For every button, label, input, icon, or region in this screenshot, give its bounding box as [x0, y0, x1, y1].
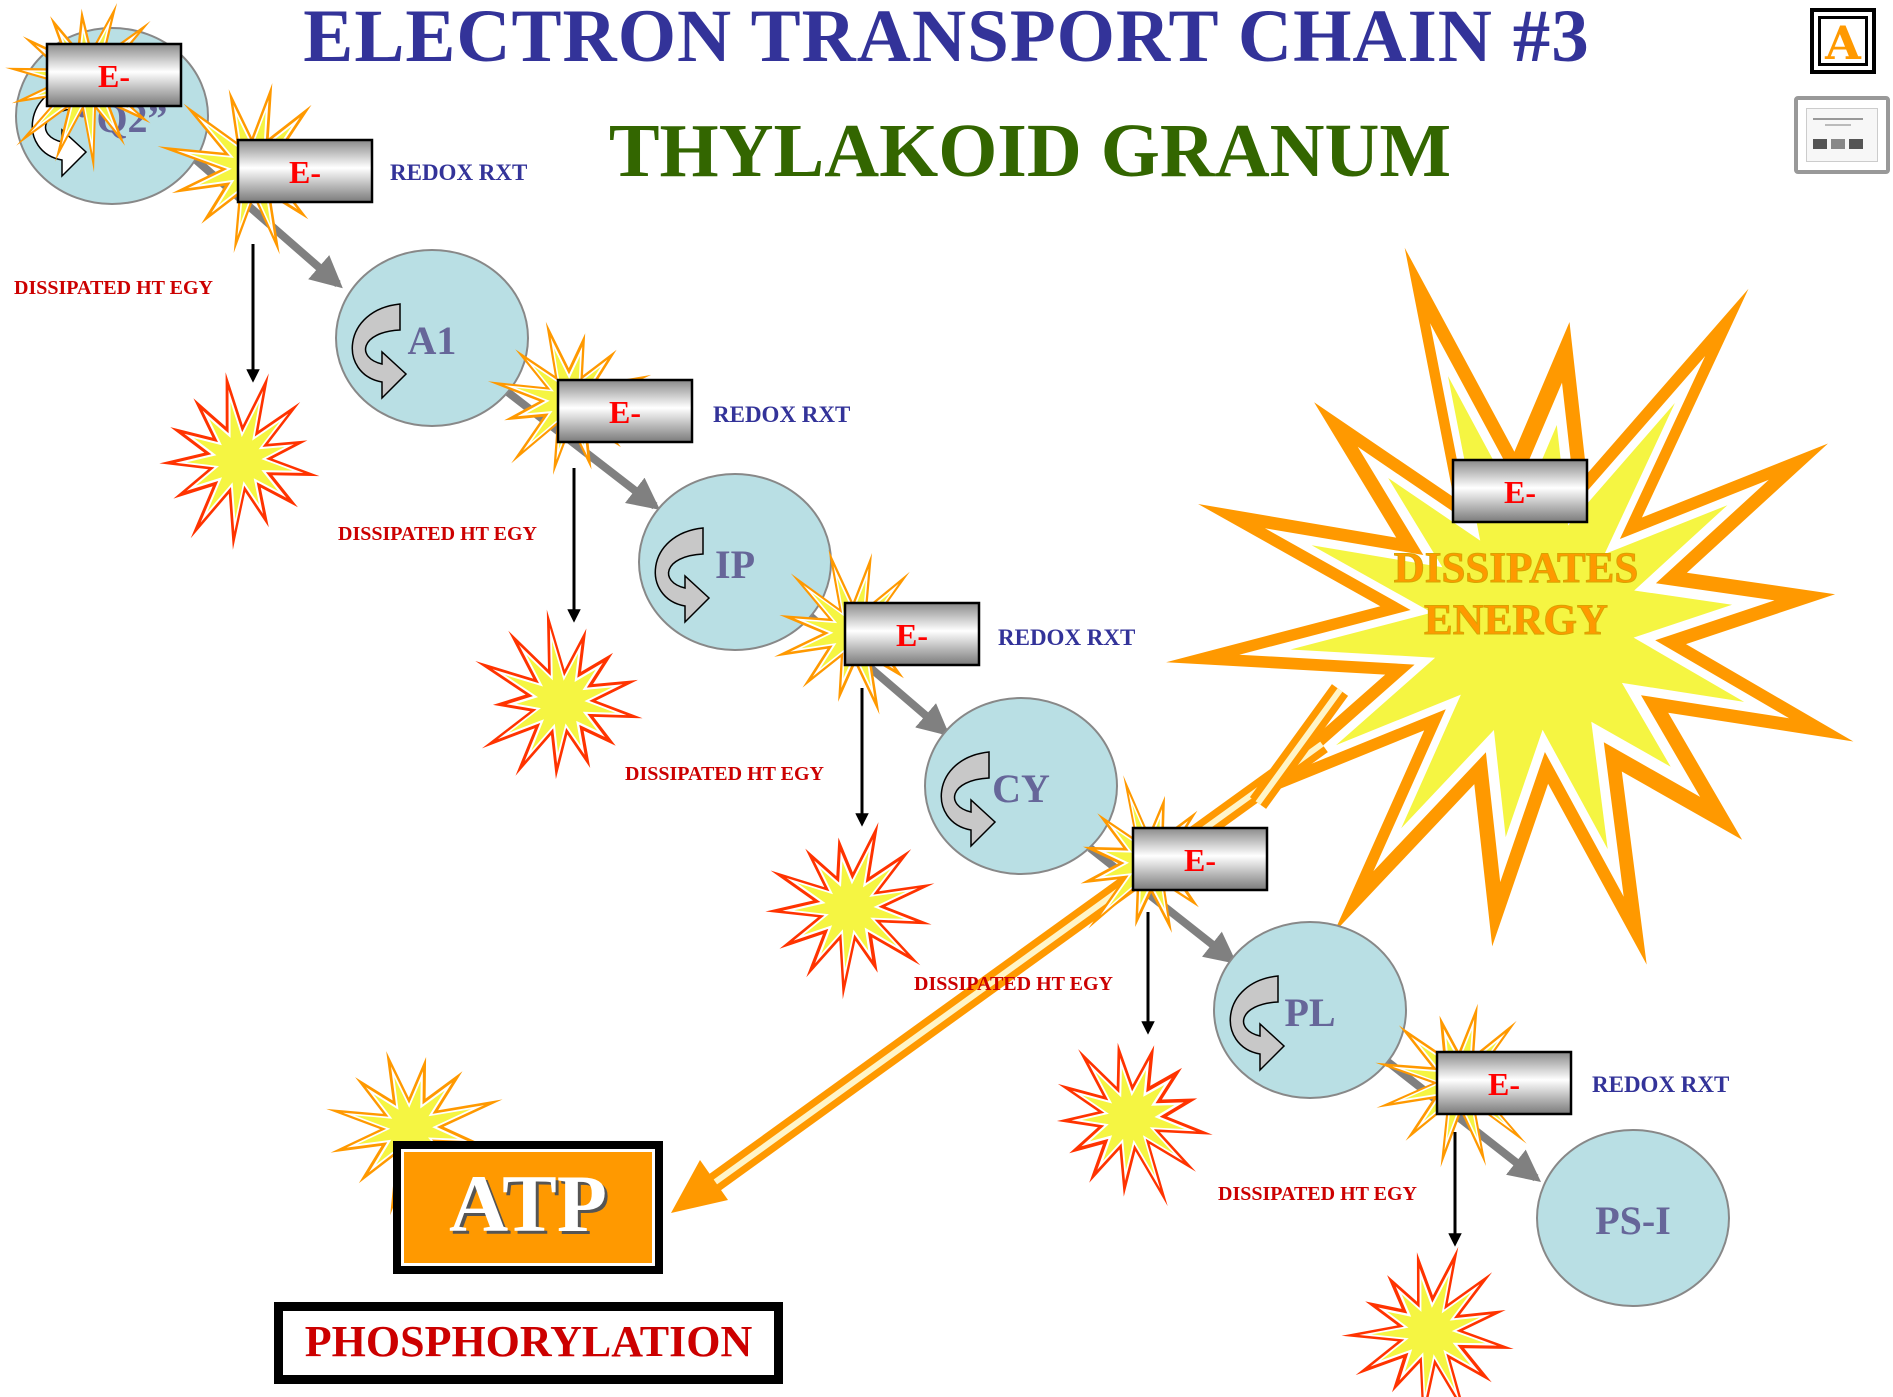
electron-box-6: E- [1435, 1050, 1573, 1116]
letter-a-label: A [1818, 16, 1868, 67]
heat-burst-4 [1056, 1042, 1213, 1207]
carrier-4: CY [924, 697, 1118, 875]
electron-box [1451, 458, 1589, 524]
electron-label: E- [1504, 474, 1536, 510]
burst-inner [1371, 1275, 1486, 1394]
atp-box: ATP [393, 1141, 663, 1274]
big-energy-star [1166, 247, 1854, 965]
electron-box [236, 138, 374, 204]
dissipates-energy-star [1166, 247, 1854, 965]
electron-box-7: E- [1451, 458, 1589, 524]
heat-burst-2 [475, 609, 643, 780]
electron-box-2: E- [236, 138, 374, 204]
electron-label: E- [1184, 842, 1216, 878]
connector-arrow-5 [1385, 1058, 1542, 1182]
burst-inner [504, 641, 616, 753]
carrier-label: IP [715, 542, 755, 587]
dissipated-label-4: DISSIPATED HT EGY [914, 973, 1114, 995]
dissipated-label-2: DISSIPATED HT EGY [338, 523, 538, 545]
heat-burst-3 [765, 822, 935, 1000]
redox-label-2: REDOX RXT [713, 402, 850, 427]
slide-thumbnail-icon[interactable] [1794, 96, 1890, 174]
electron-box-5: E- [1131, 826, 1269, 892]
carrier-label: PS-I [1595, 1198, 1671, 1243]
electron-label: E- [98, 58, 130, 94]
electron-label: E- [609, 394, 641, 430]
energy-to-atp-arrow [671, 684, 1349, 1213]
dissipated-label-3: DISSIPATED HT EGY [625, 763, 825, 785]
carrier-label: CY [992, 766, 1050, 811]
electron-label: E- [896, 617, 928, 653]
burst-inner [1081, 1068, 1185, 1177]
atp-label: ATP [401, 1149, 655, 1266]
phosphorylation-box: PHOSPHORYLATION [274, 1302, 783, 1384]
page-title: ELECTRON TRANSPORT CHAIN #3 [303, 0, 1590, 78]
carrier-2: A1 [335, 249, 529, 427]
electron-box [556, 378, 694, 444]
energy-label: ENERGY [1424, 597, 1608, 644]
electron-box [1435, 1050, 1573, 1116]
electron-box [1131, 826, 1269, 892]
page-subtitle: THYLAKOID GRANUM [608, 109, 1452, 193]
curved-arrow-icon [940, 751, 997, 848]
arrow-head [671, 1160, 728, 1213]
curved-arrow-icon [1229, 975, 1286, 1072]
heat-burst-1 [159, 372, 320, 550]
redox-label-1: REDOX RXT [390, 160, 527, 185]
electron-boxes: E- E- E- E- E- E- E- [45, 42, 1589, 1116]
electron-box [843, 601, 981, 667]
heat-burst-5 [1341, 1246, 1514, 1397]
curved-arrow-icon [351, 303, 408, 400]
electron-label: E- [1488, 1066, 1520, 1102]
thumbnail-diagram-icon [1813, 118, 1863, 149]
burst-inner [1290, 376, 1745, 850]
curved-arrow-icon [654, 527, 711, 624]
carrier-6: PS-I [1536, 1129, 1730, 1307]
redox-label-3: REDOX RXT [998, 625, 1135, 650]
phosphorylation-label: PHOSPHORYLATION [281, 1309, 776, 1377]
electron-box-4: E- [843, 601, 981, 667]
dissipated-label-5: DISSIPATED HT EGY [1218, 1183, 1418, 1205]
electron-box-1: E- [45, 42, 183, 108]
carrier-label: A1 [408, 318, 457, 363]
burst-inner [186, 402, 293, 520]
electron-box [45, 42, 183, 108]
dissipated-label-1: DISSIPATED HT EGY [14, 277, 214, 299]
burst-inner [794, 851, 906, 969]
electron-label: E- [289, 154, 321, 190]
dissipates-label: DISSIPATES [1394, 545, 1639, 592]
redox-label-4: REDOX RXT [1592, 1072, 1729, 1097]
arrow-link-inner [1255, 688, 1343, 805]
carrier-circle [1536, 1129, 1730, 1307]
arrow-shaft-inner [698, 741, 1324, 1196]
letter-a-button[interactable]: A [1810, 8, 1876, 74]
carrier-label: PL [1284, 990, 1335, 1035]
carrier-5: PL [1213, 921, 1407, 1099]
electron-box-3: E- [556, 378, 694, 444]
thumbnail-preview [1806, 108, 1878, 162]
orange-double-arrow [671, 684, 1349, 1213]
diagram-labels: REDOX RXT REDOX RXT REDOX RXT REDOX RXT DISS… [14, 160, 1729, 1205]
